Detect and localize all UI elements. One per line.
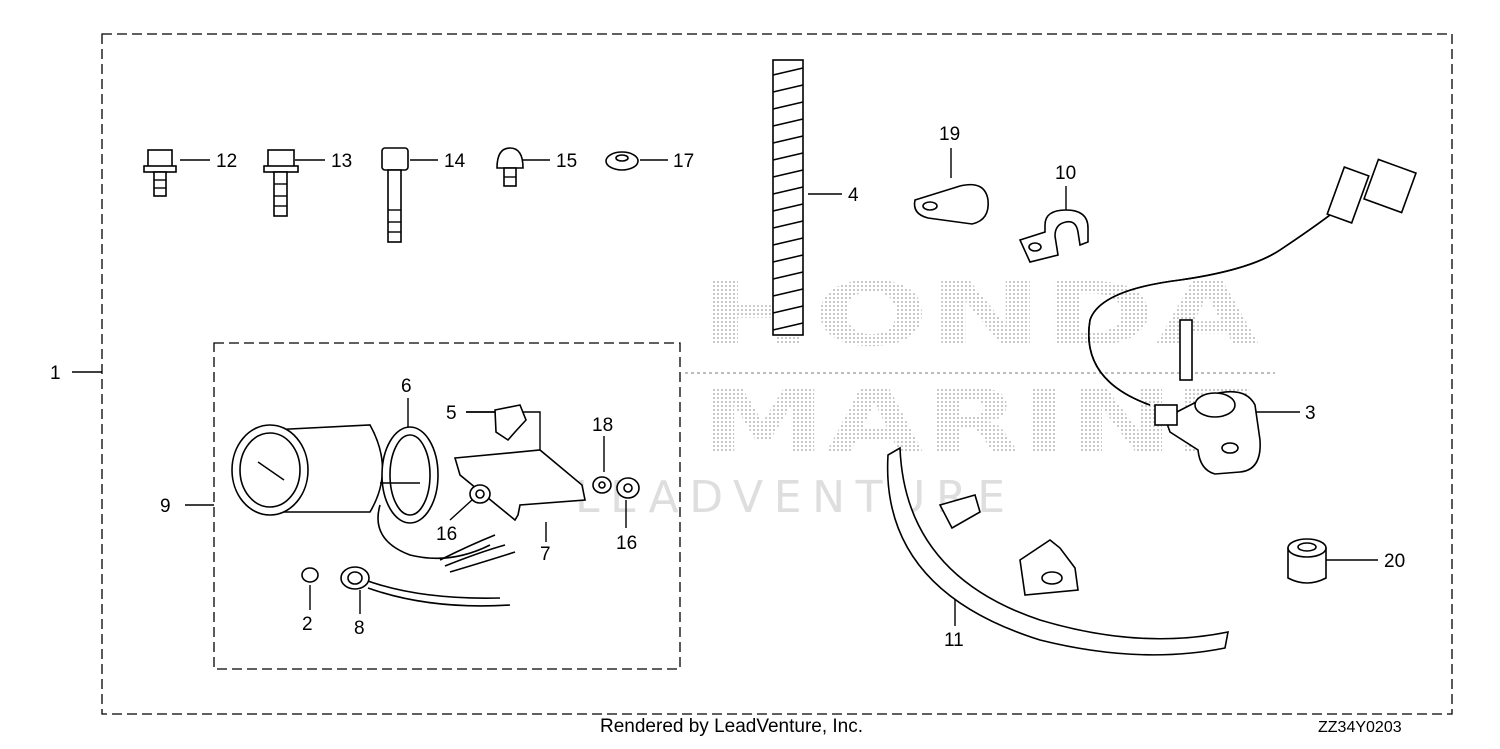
part-4-spiral-tube: [772, 59, 804, 336]
part-9-meter-gauge: [231, 424, 491, 560]
part-2-bulb: [301, 567, 319, 583]
callout-20: 20: [1384, 551, 1405, 572]
part-6-gauge-ring: [380, 426, 439, 524]
part-3-sensor: [1088, 158, 1418, 475]
part-7-bracket: [453, 449, 586, 522]
part-15-screw: [496, 147, 524, 187]
kit-outline: [101, 33, 1453, 715]
callout-3: 3: [1305, 403, 1316, 424]
callout-10: 10: [1055, 163, 1076, 184]
callout-13: 13: [331, 151, 352, 172]
part-16-nut-a: [469, 484, 491, 504]
callouts: 1 2 3 4 5 6 7 8 9 10 11 12 13 14 15 16 1…: [50, 124, 1405, 651]
part-10-clamp: [1018, 209, 1089, 263]
callout-6: 6: [401, 376, 412, 397]
callout-12: 12: [216, 151, 237, 172]
part-16-nut-b: [616, 477, 640, 499]
callout-1: 1: [50, 363, 61, 384]
part-11-plate: [886, 446, 1230, 656]
callout-9: 9: [160, 496, 171, 517]
part-17-washer: [605, 151, 639, 171]
render-credit: Rendered by LeadVenture, Inc.: [600, 716, 864, 737]
callout-17: 17: [673, 151, 694, 172]
part-14-bolt: [381, 147, 409, 243]
callout-14: 14: [444, 151, 466, 172]
callout-5: 5: [446, 403, 457, 424]
callout-7: 7: [540, 544, 551, 565]
callout-18: 18: [592, 415, 613, 436]
callout-8: 8: [354, 618, 365, 639]
meter-wires: [364, 534, 516, 607]
callout-16a: 16: [436, 524, 457, 545]
callout-19: 19: [939, 124, 960, 145]
part-12-flange-bolt: [143, 149, 177, 197]
callout-4: 4: [848, 185, 859, 206]
diagram-code: ZZ34Y0203: [1318, 719, 1402, 736]
meter-assembly-outline: [213, 342, 681, 670]
callout-15: 15: [556, 151, 577, 172]
watermark-line-3: LEADVENTURE: [575, 472, 1005, 523]
callout-2: 2: [302, 614, 313, 635]
part-20-collar: [1287, 538, 1327, 584]
callout-16b: 16: [616, 533, 637, 554]
callout-11: 11: [944, 630, 964, 651]
part-8-socket: [340, 566, 370, 590]
part-5-clip: [494, 404, 527, 442]
part-13-flange-bolt: [263, 149, 299, 217]
part-18-washer: [592, 476, 612, 494]
part-19-clamp: [913, 183, 989, 225]
